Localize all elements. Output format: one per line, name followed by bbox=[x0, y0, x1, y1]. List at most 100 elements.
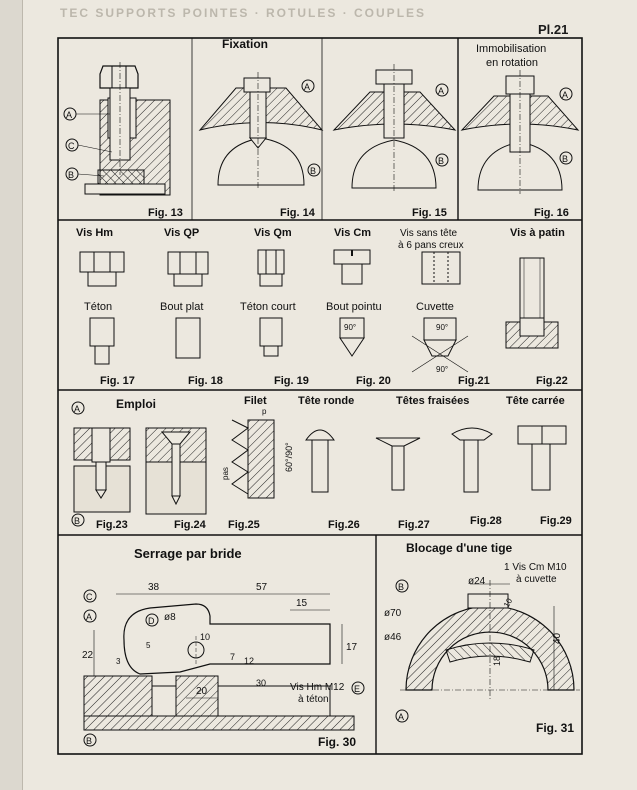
fig25-caption: Fig.25 bbox=[228, 519, 260, 531]
dim-7: 7 bbox=[230, 652, 235, 662]
plate-frame bbox=[57, 37, 583, 755]
teton-court-label: Téton court bbox=[240, 301, 296, 313]
fig13-caption: Fig. 13 bbox=[148, 207, 183, 219]
dim-d70: ø70 bbox=[384, 608, 402, 619]
fig30-drawing: 38 57 15 ø8 10 17 22 7 12 30 20 3 5 C A … bbox=[82, 582, 365, 747]
drawing-label: B bbox=[86, 736, 92, 746]
fig31-drawing: B A ø24 ø70 ø46 40 18 10 bbox=[384, 576, 580, 723]
drawing-label: A bbox=[304, 82, 310, 92]
drawing-label: A bbox=[86, 612, 92, 622]
fig15-drawing: A B bbox=[332, 64, 457, 192]
fig24-drawing bbox=[145, 427, 207, 515]
fig17-drawing bbox=[79, 251, 125, 365]
dim-20: 20 bbox=[196, 686, 208, 697]
fixation-title: Fixation bbox=[222, 37, 268, 51]
filet-angle: 60°/90° bbox=[284, 442, 294, 472]
dim-15: 15 bbox=[296, 598, 308, 609]
plate-number: Pl.21 bbox=[538, 22, 569, 37]
drawing-label: A bbox=[398, 712, 404, 722]
fig15-caption: Fig. 15 bbox=[412, 207, 447, 219]
tetes-fraisees-title: Têtes fraisées bbox=[396, 395, 469, 407]
fig30-caption: Fig. 30 bbox=[318, 735, 356, 749]
tete-ronde-title: Tête ronde bbox=[298, 395, 354, 407]
dim-3: 3 bbox=[116, 657, 121, 666]
dim-10: 10 bbox=[200, 632, 210, 642]
vis-sans-tete-subtitle: à 6 pans creux bbox=[398, 240, 464, 251]
dim-38: 38 bbox=[148, 582, 160, 593]
fig25-drawing: pas p 60°/90° bbox=[221, 407, 294, 499]
teton-label: Téton bbox=[84, 301, 112, 313]
vis-cm-m10: 1 Vis Cm M10 bbox=[504, 562, 567, 573]
fig21-caption: Fig.21 bbox=[458, 375, 490, 387]
drawing-label: B bbox=[438, 156, 444, 166]
fig20-drawing: 90° bbox=[333, 249, 371, 357]
dim-5: 5 bbox=[146, 641, 151, 650]
fig21-drawing: 90° 90° bbox=[411, 251, 469, 374]
bout-pointu-label: Bout pointu bbox=[326, 301, 382, 313]
fig23-drawing bbox=[73, 427, 131, 513]
blocage-title: Blocage d'une tige bbox=[406, 541, 513, 555]
svg-text:B: B bbox=[74, 516, 80, 526]
drawing-label: B bbox=[68, 170, 74, 180]
fig28-drawing bbox=[451, 427, 493, 493]
fig21-angle-top: 90° bbox=[436, 323, 448, 332]
dim-18: 18 bbox=[492, 656, 502, 666]
drawing-label: E bbox=[354, 684, 360, 694]
cuvette-label: Cuvette bbox=[416, 301, 454, 313]
dim-57: 57 bbox=[256, 582, 268, 593]
fig24-caption: Fig.24 bbox=[174, 519, 207, 531]
svg-text:A: A bbox=[74, 404, 80, 414]
fig19-caption: Fig. 19 bbox=[274, 375, 309, 387]
dim-40: 40 bbox=[552, 632, 563, 644]
fig22-drawing bbox=[505, 257, 559, 349]
dim-17: 17 bbox=[346, 642, 358, 653]
dim-d24: ø24 bbox=[468, 576, 486, 587]
immobilisation-subtitle: en rotation bbox=[486, 57, 538, 69]
filet-title: Filet bbox=[244, 395, 267, 407]
fig29-drawing bbox=[517, 425, 567, 491]
dim-d8: ø8 bbox=[164, 612, 176, 623]
fig27-caption: Fig.27 bbox=[398, 519, 430, 531]
drawing-label: D bbox=[148, 616, 155, 626]
fig21-angle-bottom: 90° bbox=[436, 365, 448, 374]
fig23-label-a bbox=[71, 401, 85, 415]
fig31-caption: Fig. 31 bbox=[536, 721, 574, 735]
vis-hm-m12: Vis Hm M12 bbox=[290, 682, 345, 693]
filet-p: p bbox=[262, 407, 267, 416]
fig18-caption: Fig. 18 bbox=[188, 375, 223, 387]
vis-sans-tete-title: Vis sans tête bbox=[400, 228, 458, 239]
vis-cm-cuvette: à cuvette bbox=[516, 574, 557, 585]
bout-plat-label: Bout plat bbox=[160, 301, 203, 313]
fig22-caption: Fig.22 bbox=[536, 375, 568, 387]
fig17-caption: Fig. 17 bbox=[100, 375, 135, 387]
drawing-label: A bbox=[66, 110, 72, 120]
dim-d46: ø46 bbox=[384, 632, 402, 643]
tete-carree-title: Tête carrée bbox=[506, 395, 565, 407]
vis-qm-title: Vis Qm bbox=[254, 227, 292, 239]
fig27-drawing bbox=[375, 437, 421, 491]
drawing-label: B bbox=[398, 582, 404, 592]
faded-running-title: TEC SUPPORTS POINTES · ROTULES · COUPLES bbox=[60, 6, 427, 20]
fig14-caption: Fig. 14 bbox=[280, 207, 316, 219]
fig16-caption: Fig. 16 bbox=[534, 207, 569, 219]
fig20-angle: 90° bbox=[344, 323, 356, 332]
drawing-label: C bbox=[68, 141, 75, 151]
fig20-caption: Fig. 20 bbox=[356, 375, 391, 387]
fig23-caption: Fig.23 bbox=[96, 519, 128, 531]
filet-pas: pas bbox=[221, 467, 230, 480]
vis-hm-title: Vis Hm bbox=[76, 227, 113, 239]
drawing-label: C bbox=[86, 592, 93, 602]
drawing-label: A bbox=[562, 90, 568, 100]
emploi-title: Emploi bbox=[116, 397, 156, 411]
previous-page-edge bbox=[0, 0, 23, 790]
fig13-drawing: A C B bbox=[63, 62, 171, 196]
fig26-drawing bbox=[305, 429, 335, 493]
drawing-label: B bbox=[310, 166, 316, 176]
vis-cm-title: Vis Cm bbox=[334, 227, 371, 239]
dim-22: 22 bbox=[82, 650, 94, 661]
fig18-drawing bbox=[167, 251, 209, 359]
drawing-label: A bbox=[438, 86, 444, 96]
dim-12: 12 bbox=[244, 656, 254, 666]
